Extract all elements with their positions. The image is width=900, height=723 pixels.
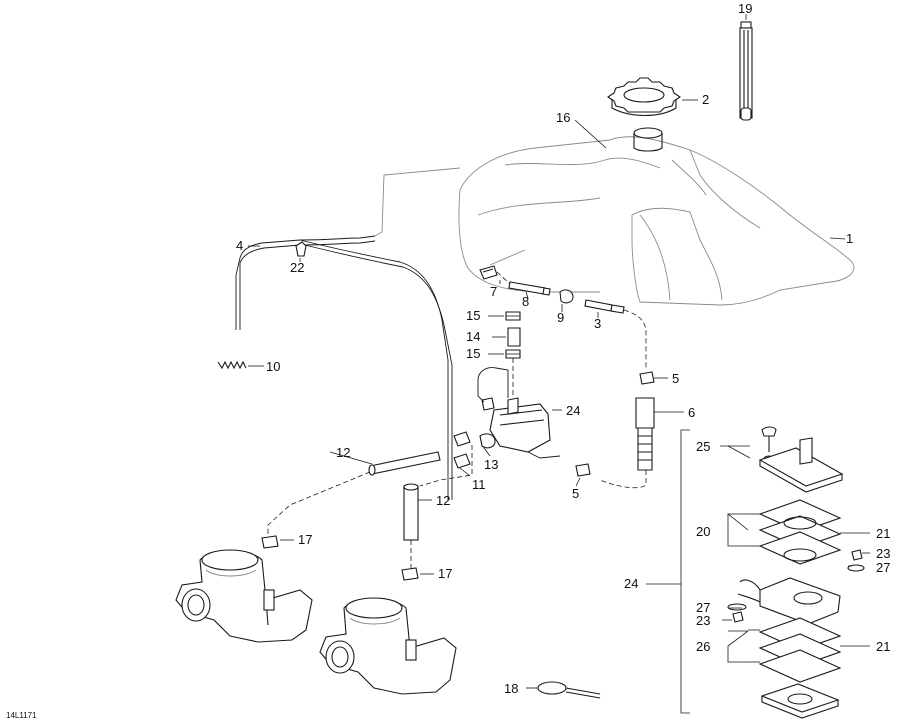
fuel-tank [458,127,855,306]
callout-18: 18 [504,681,518,696]
callout-20: 20 [696,524,710,539]
callout-12-right: 12 [436,493,450,508]
callout-15-lower: 15 [466,346,480,361]
callout-labels: 1 2 3 4 5 5 6 7 8 9 10 11 12 12 13 14 15… [6,1,890,720]
hose-vertical [403,483,419,541]
callout-27-upper: 27 [876,560,890,575]
pump-exploded-box [680,426,865,719]
diagram-reference-code: 14L1171 [6,711,37,720]
vent-hose [235,167,461,500]
hose-routing [267,445,473,570]
tee-fitting [453,431,471,469]
tank-outlet-fittings [479,249,647,370]
callout-15-upper: 15 [466,308,480,323]
callout-7: 7 [490,284,497,299]
callout-24-box: 24 [624,576,638,591]
callout-1: 1 [846,231,853,246]
callout-13: 13 [484,457,498,472]
callout-12-left: 12 [336,445,350,460]
tank-cap [607,77,681,116]
callout-22: 22 [290,260,304,275]
fuel-pump-assembly [477,367,561,459]
callout-5-upper: 5 [672,371,679,386]
callout-17-right: 17 [438,566,452,581]
fuel-level-tube [739,21,753,121]
callout-21-lower: 21 [876,639,890,654]
callout-23-upper: 23 [876,546,890,561]
callout-11: 11 [472,477,486,492]
callout-21-upper: 21 [876,526,890,541]
callout-10: 10 [266,359,280,374]
hose-left [368,451,441,476]
pulse-fitting [479,433,496,449]
callout-leaders [248,14,870,689]
callout-24-pump: 24 [566,403,580,418]
vent-check-valve [295,241,307,257]
callout-26: 26 [696,639,710,654]
bracket-lines [720,445,870,663]
callout-5-lower: 5 [572,486,579,501]
callout-3: 3 [594,316,601,331]
carburetor-right [319,597,457,695]
callout-25: 25 [696,439,710,454]
callout-14: 14 [466,329,480,344]
hose-clamp-lower [575,463,591,477]
callout-23-lower: 23 [696,613,710,628]
fuel-filter [599,397,655,489]
callout-17-left: 17 [298,532,312,547]
callout-16: 16 [556,110,570,125]
callout-27-lower: 27 [696,600,710,615]
callout-2: 2 [702,92,709,107]
hose-clamp-upper [639,371,655,385]
callout-6: 6 [688,405,695,420]
callout-9: 9 [557,310,564,325]
clamp-carb-right [401,567,419,581]
spring-clip [217,360,247,370]
tie-strap [537,681,601,699]
clamp-carb-left [261,535,279,549]
callout-4: 4 [236,238,243,253]
callout-19: 19 [738,1,752,16]
callout-8: 8 [522,294,529,309]
carburetor-left [175,549,313,643]
